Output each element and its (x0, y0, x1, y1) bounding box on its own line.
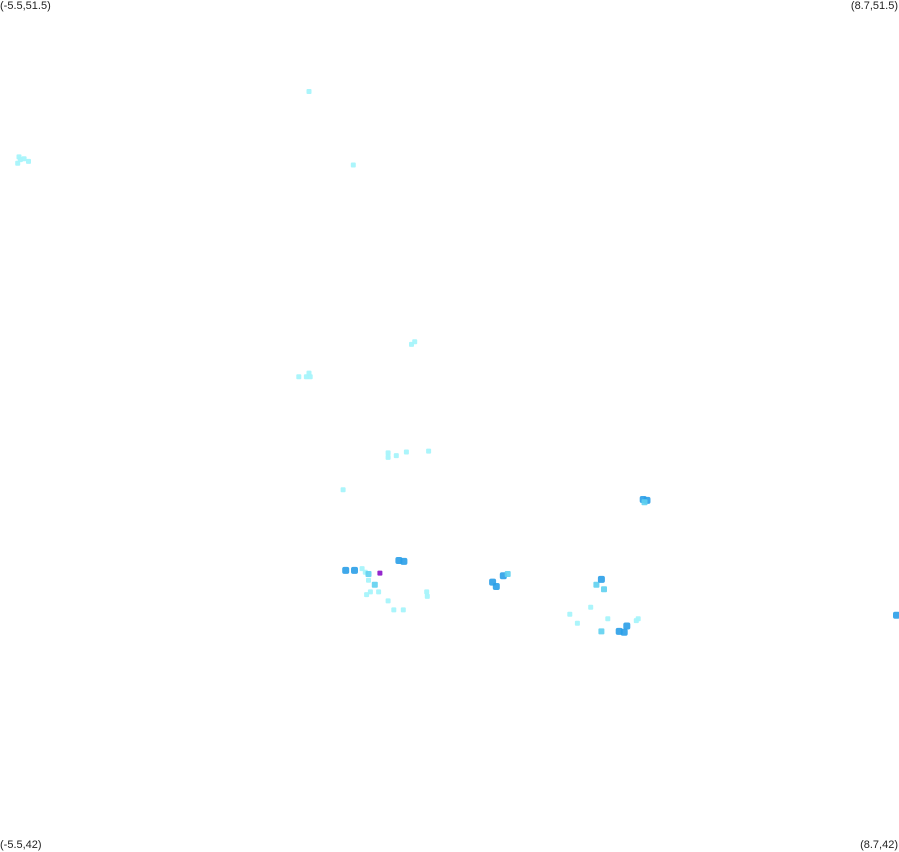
map-point[interactable] (424, 593, 430, 599)
map-point[interactable] (893, 611, 899, 619)
map-point[interactable] (574, 620, 580, 626)
map-point[interactable] (412, 339, 418, 345)
map-point[interactable] (350, 162, 356, 168)
map-point[interactable] (567, 611, 573, 617)
map-point[interactable] (400, 557, 408, 565)
map-point[interactable] (21, 156, 27, 162)
map-point[interactable] (351, 566, 358, 574)
map-point[interactable] (385, 454, 391, 460)
corner-label-bottom-left: (-5.5,42) (0, 839, 42, 851)
map-point[interactable] (504, 571, 511, 577)
map-point[interactable] (26, 158, 31, 164)
map-point[interactable] (641, 499, 648, 506)
map-point[interactable] (403, 449, 409, 455)
map-point[interactable] (342, 566, 350, 574)
map-point[interactable] (424, 589, 430, 595)
map-point[interactable] (400, 607, 406, 613)
map-point[interactable] (601, 586, 607, 593)
map-point[interactable] (385, 450, 391, 456)
map-point[interactable] (364, 592, 370, 598)
map-point[interactable] (377, 570, 383, 576)
map-point[interactable] (376, 589, 382, 595)
corner-label-top-left: (-5.5,51.5) (0, 0, 51, 12)
corner-label-bottom-right: (8.7,42) (860, 839, 898, 851)
map-point[interactable] (385, 598, 391, 604)
map-point[interactable] (492, 583, 500, 590)
map-point[interactable] (16, 154, 22, 160)
map-point[interactable] (588, 604, 594, 610)
corner-label-top-right: (8.7,51.5) (850, 0, 898, 12)
map-point[interactable] (340, 487, 346, 493)
map-point[interactable] (605, 616, 611, 622)
map-point[interactable] (306, 370, 312, 376)
map-point[interactable] (426, 448, 432, 454)
map-point[interactable] (367, 589, 373, 595)
map-point[interactable] (393, 453, 399, 459)
map-point[interactable] (306, 89, 312, 94)
map-point[interactable] (593, 581, 600, 588)
points-layer (15, 89, 899, 636)
map-point[interactable] (635, 616, 641, 622)
map-point[interactable] (598, 628, 605, 635)
map-point[interactable] (371, 581, 378, 588)
map-point[interactable] (391, 607, 397, 613)
map-point[interactable] (620, 628, 628, 636)
map-point[interactable] (597, 575, 605, 583)
map-point[interactable] (623, 622, 631, 630)
map-point[interactable] (366, 577, 371, 583)
map-point[interactable] (296, 374, 302, 380)
map-point[interactable] (365, 571, 372, 577)
